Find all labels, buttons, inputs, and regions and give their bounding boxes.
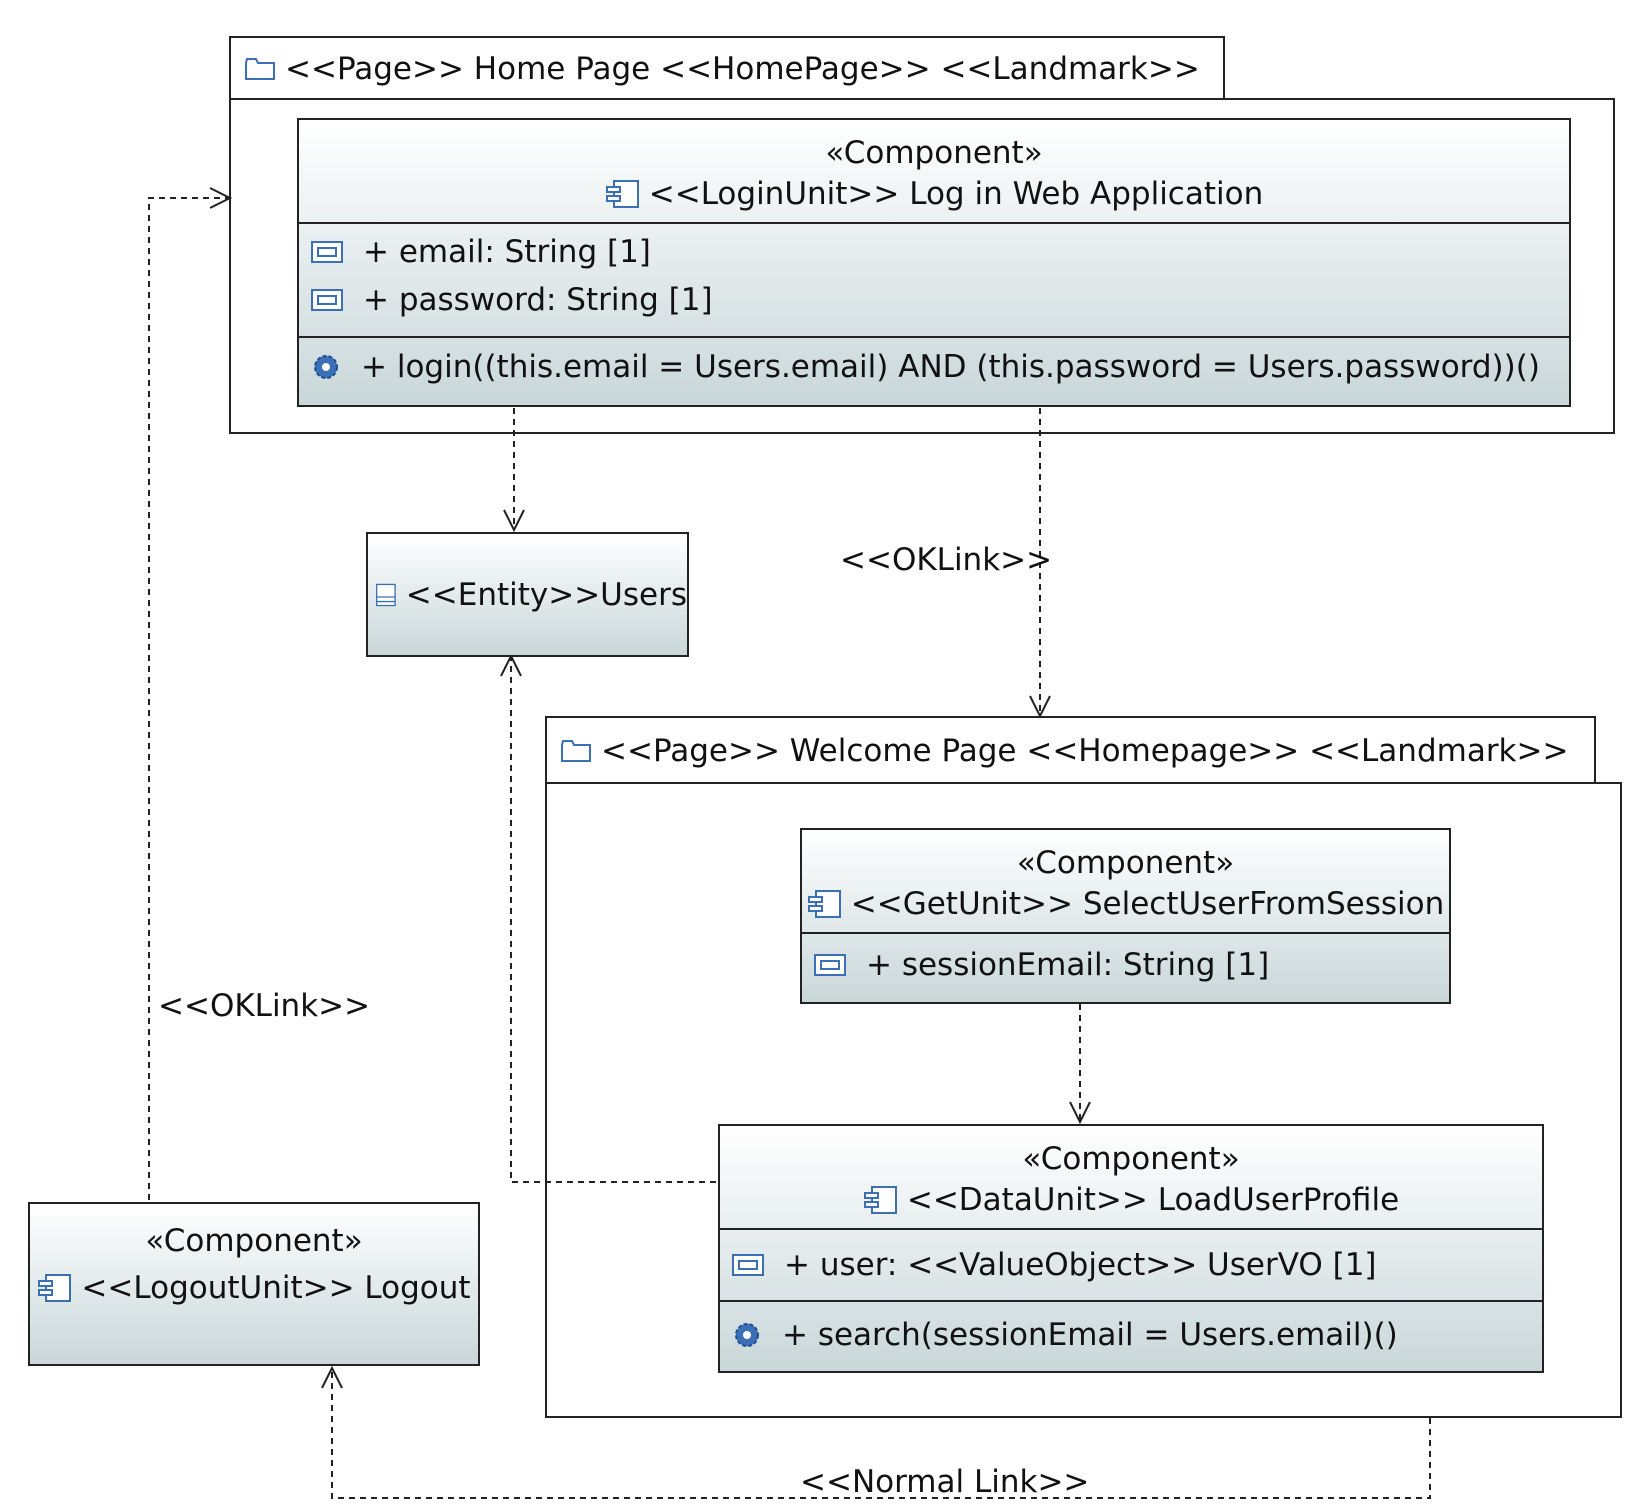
component-name: <<LogoutUnit>> Logout [81, 1270, 471, 1306]
attribute-text: + sessionEmail: String [1] [866, 947, 1270, 983]
ok-link-label: <<OKLink>> [158, 988, 371, 1024]
component-icon [863, 1186, 897, 1214]
data-unit-component[interactable]: «Component» <<DataUnit>> LoadUserProfile… [718, 1124, 1544, 1373]
attribute-row[interactable]: + email: String [1] [299, 228, 1569, 276]
operation-text: + search(sessionEmail = Users.email)() [782, 1317, 1398, 1353]
attribute-icon [311, 289, 343, 311]
attribute-icon [732, 1254, 764, 1276]
attribute-row[interactable]: + password: String [1] [299, 276, 1569, 324]
operation-text: + login((this.email = Users.email) AND (… [361, 349, 1540, 385]
operation-row[interactable]: + login((this.email = Users.email) AND (… [299, 338, 1569, 396]
folder-icon [245, 58, 275, 80]
component-stereotype: «Component» [145, 1223, 363, 1259]
get-unit-component[interactable]: «Component» <<GetUnit>> SelectUserFromSe… [800, 828, 1451, 1004]
component-stereotype: «Component» [825, 135, 1043, 171]
attribute-icon [311, 241, 343, 263]
folder-icon [561, 740, 591, 762]
attribute-row[interactable]: + sessionEmail: String [1] [802, 934, 1449, 996]
component-stereotype: «Component» [1022, 1141, 1240, 1177]
attribute-text: + user: <<ValueObject>> UserVO [1] [784, 1247, 1377, 1283]
edge-logout-to-home[interactable] [148, 198, 230, 1200]
login-unit-component[interactable]: «Component» <<LoginUnit>> Log in Web App… [297, 118, 1571, 407]
entity-label: <<Entity>>Users [405, 576, 687, 613]
attribute-icon [814, 954, 846, 976]
welcome-page-package-tab[interactable]: <<Page>> Welcome Page <<Homepage>> <<Lan… [545, 716, 1596, 784]
component-icon [605, 180, 639, 208]
component-name: <<DataUnit>> LoadUserProfile [906, 1182, 1400, 1218]
gear-icon [314, 355, 338, 379]
component-stereotype: «Component» [1016, 845, 1235, 881]
component-name: <<GetUnit>> SelectUserFromSession [850, 886, 1445, 922]
edge-dataunit-to-users[interactable] [511, 656, 716, 1183]
component-icon [38, 1274, 72, 1302]
normal-link-label: <<Normal Link>> [800, 1464, 1090, 1500]
welcome-page-title: <<Page>> Welcome Page <<Homepage>> <<Lan… [601, 733, 1569, 769]
home-page-package-body[interactable] [229, 98, 1615, 434]
component-icon [807, 890, 841, 918]
operation-row[interactable]: + search(sessionEmail = Users.email)() [720, 1302, 1542, 1368]
welcome-page-package-body[interactable] [545, 782, 1622, 1418]
entity-icon [376, 583, 396, 606]
component-name: <<LoginUnit>> Log in Web Application [648, 176, 1264, 212]
attribute-row[interactable]: + user: <<ValueObject>> UserVO [1] [720, 1230, 1542, 1300]
attribute-text: + password: String [1] [363, 282, 713, 318]
users-entity[interactable]: <<Entity>>Users [366, 532, 689, 657]
logout-unit-component[interactable]: «Component» <<LogoutUnit>> Logout [28, 1202, 480, 1366]
gear-icon [735, 1323, 759, 1347]
edge-welcome-to-logout[interactable] [332, 1368, 1431, 1499]
home-page-title: <<Page>> Home Page <<HomePage>> <<Landma… [285, 51, 1200, 87]
attribute-text: + email: String [1] [363, 234, 651, 270]
ok-link-label: <<OKLink>> [840, 542, 1053, 578]
home-page-package-tab[interactable]: <<Page>> Home Page <<HomePage>> <<Landma… [229, 36, 1225, 100]
